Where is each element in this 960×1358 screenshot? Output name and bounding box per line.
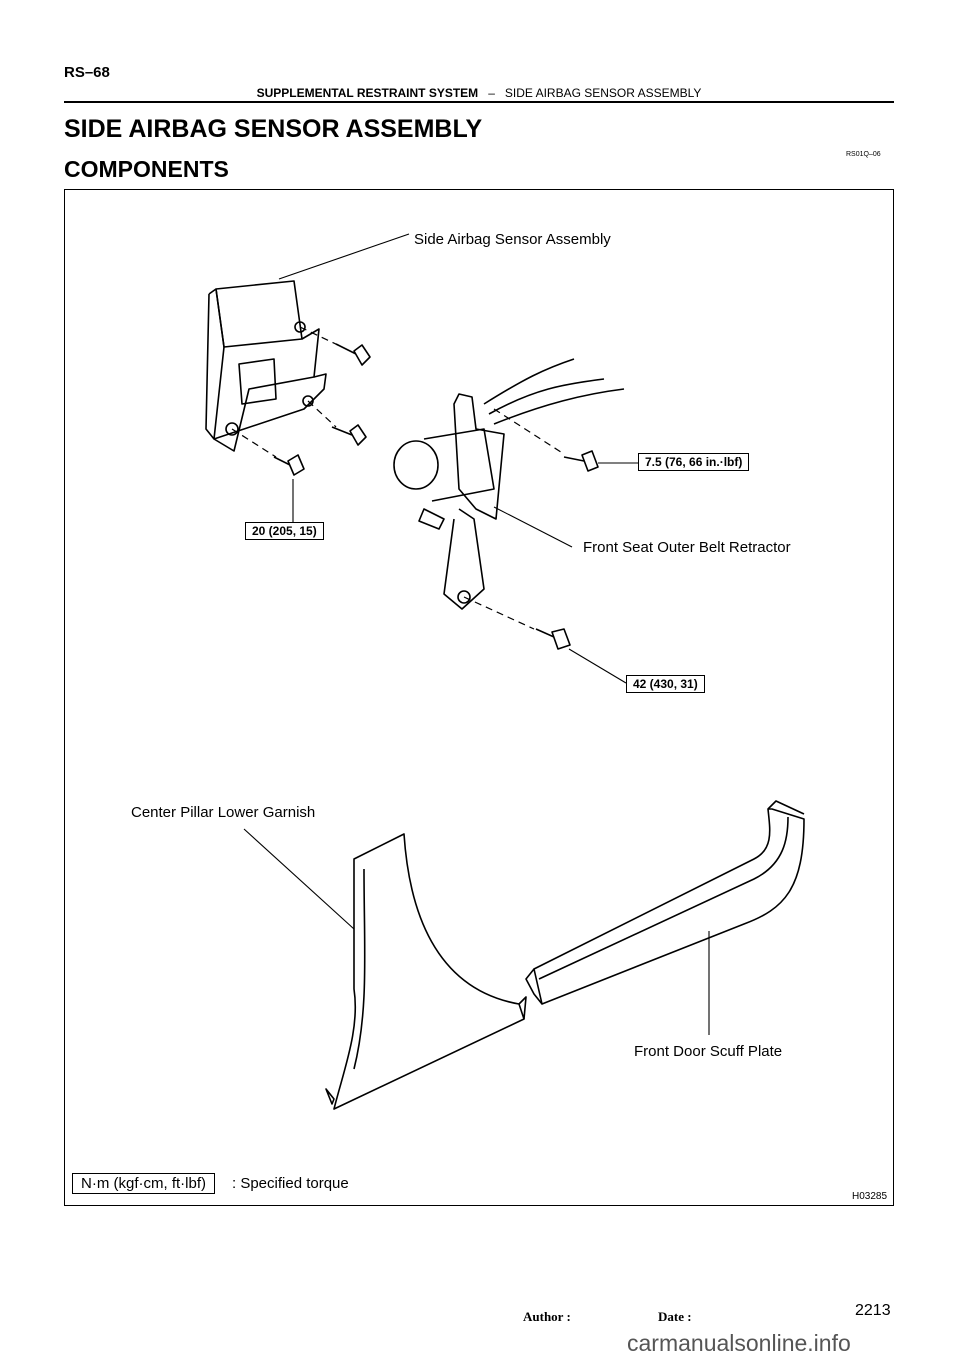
sensor-bolt-lower	[273, 454, 305, 476]
page-code: RS–68	[64, 64, 110, 81]
assembly-lines	[231, 326, 565, 630]
side-airbag-sensor-illustration	[205, 280, 327, 452]
sensor-bolt-upper	[335, 343, 371, 366]
sub-title: COMPONENTS	[64, 156, 229, 182]
center-pillar-garnish-illustration	[325, 833, 527, 1110]
retractor-bolt-upper	[563, 450, 599, 472]
label-front-door-scuff-plate: Front Door Scuff Plate	[634, 1043, 783, 1060]
scuff-plate-illustration	[525, 800, 805, 1005]
ref-code: RS01Q–06	[846, 151, 881, 158]
figure-id: H03285	[852, 1191, 888, 1202]
label-center-pillar-garnish: Center Pillar Lower Garnish	[131, 804, 316, 821]
footer-date-label: Date :	[658, 1309, 692, 1324]
torque-label-sensor-bolt: 20 (205, 15)	[245, 522, 324, 540]
sensor-bolt-middle	[331, 424, 367, 446]
leader-lines	[243, 233, 710, 1035]
torque-label-retractor-lower: 42 (430, 31)	[626, 675, 705, 693]
label-side-airbag-sensor: Side Airbag Sensor Assembly	[414, 231, 611, 248]
footer-author-label: Author :	[523, 1309, 571, 1324]
section-title: SIDE AIRBAG SENSOR ASSEMBLY	[64, 115, 483, 143]
header-line: SUPPLEMENTAL RESTRAINT SYSTEM – SIDE AIR…	[64, 86, 894, 100]
section-name: SIDE AIRBAG SENSOR ASSEMBLY	[504, 86, 702, 100]
header-separator: –	[488, 86, 495, 100]
chapter-title: SUPPLEMENTAL RESTRAINT SYSTEM	[256, 86, 479, 100]
figure-frame	[64, 189, 894, 1206]
header-rule	[64, 101, 894, 103]
footer-page-number: 2213	[855, 1302, 891, 1319]
label-belt-retractor: Front Seat Outer Belt Retractor	[583, 539, 791, 556]
components-illustration	[205, 233, 805, 1110]
belt-retractor-illustration	[393, 358, 625, 610]
torque-legend-text: : Specified torque	[232, 1175, 349, 1192]
torque-label-retractor-upper: 7.5 (76, 66 in.·lbf)	[638, 453, 750, 471]
watermark: carmanualsonline.info	[627, 1330, 851, 1356]
torque-legend-unit: N·m (kgf·cm, ft·lbf)	[72, 1173, 215, 1194]
retractor-bolt-lower	[535, 628, 571, 650]
